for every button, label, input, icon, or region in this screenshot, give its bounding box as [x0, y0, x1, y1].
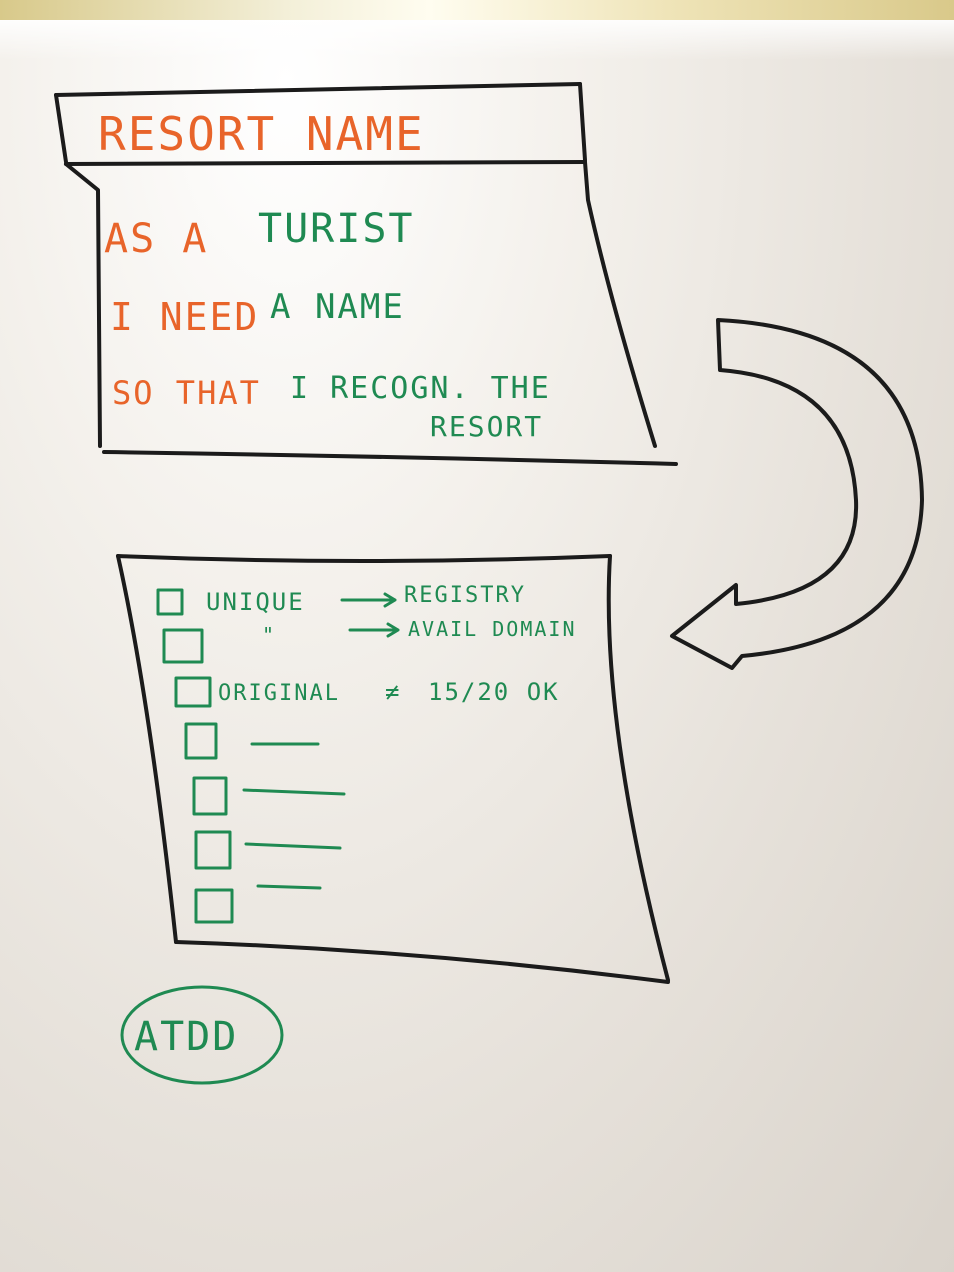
story-card-title-left-border	[54, 93, 68, 164]
checklist-item-2-label: "	[262, 623, 276, 647]
story-line3-reason-cont: RESORT	[430, 410, 543, 443]
story-card-title-right-border	[578, 82, 587, 162]
checkbox-icon	[162, 628, 204, 664]
checklist-item-5	[192, 776, 346, 816]
checklist-item-3-label: ORIGINAL	[218, 681, 340, 706]
story-line1-role: TURIST	[258, 206, 415, 252]
arrow-right-icon	[340, 592, 397, 608]
story-line1-prefix: AS A	[104, 216, 208, 262]
checklist-top-border	[116, 554, 612, 563]
story-card-top-border	[54, 82, 582, 97]
checklist-item-1-target: REGISTRY	[404, 583, 526, 608]
arrow-right-icon	[348, 622, 400, 638]
checklist-item-3: ORIGINAL ≠ 15/20 OK	[174, 676, 560, 708]
checklist-item-2-target: AVAIL DOMAIN	[408, 617, 577, 641]
checkbox-icon	[184, 722, 218, 760]
blank-line	[256, 884, 322, 890]
story-card-bottom-border	[102, 450, 678, 466]
checklist-card	[116, 554, 670, 984]
checklist-item-3-result: 15/20 OK	[428, 678, 560, 706]
story-card-right-border	[583, 160, 657, 448]
checkbox-icon	[194, 830, 232, 870]
checklist-item-1-label: UNIQUE	[206, 588, 305, 616]
not-equal-sign: ≠	[385, 678, 401, 706]
blank-line	[242, 788, 346, 796]
atdd-label: ATDD	[134, 1014, 238, 1060]
checkbox-icon	[156, 588, 184, 616]
story-line3-reason: I RECOGN. THE	[290, 371, 551, 406]
checklist-item-7	[194, 884, 322, 924]
checklist-item-1: UNIQUE REGISTRY	[156, 583, 526, 616]
story-card	[54, 82, 678, 466]
curved-arrow-icon	[670, 318, 924, 670]
story-line2-goal: A NAME	[270, 287, 405, 327]
atdd-badge: ATDD	[120, 985, 284, 1085]
checklist-left-border	[116, 554, 178, 944]
atdd-ellipse	[120, 985, 284, 1085]
checklist-right-border	[606, 554, 670, 982]
story-line3-prefix: SO THAT	[112, 374, 261, 412]
checklist-item-2: " AVAIL DOMAIN	[162, 617, 577, 664]
checkbox-icon	[194, 888, 234, 924]
blank-line	[244, 842, 342, 850]
story-card-left-border	[64, 162, 102, 448]
story-card-title: RESORT NAME	[98, 107, 425, 161]
story-line2-prefix: I NEED	[110, 295, 259, 339]
checklist-item-4	[184, 722, 320, 760]
checklist-item-6	[194, 830, 342, 870]
checklist-bottom-border	[174, 940, 670, 984]
checkbox-icon	[174, 676, 212, 708]
checkbox-icon	[192, 776, 228, 816]
paper-top-edge	[0, 20, 954, 60]
story-card-title-divider	[64, 160, 587, 166]
